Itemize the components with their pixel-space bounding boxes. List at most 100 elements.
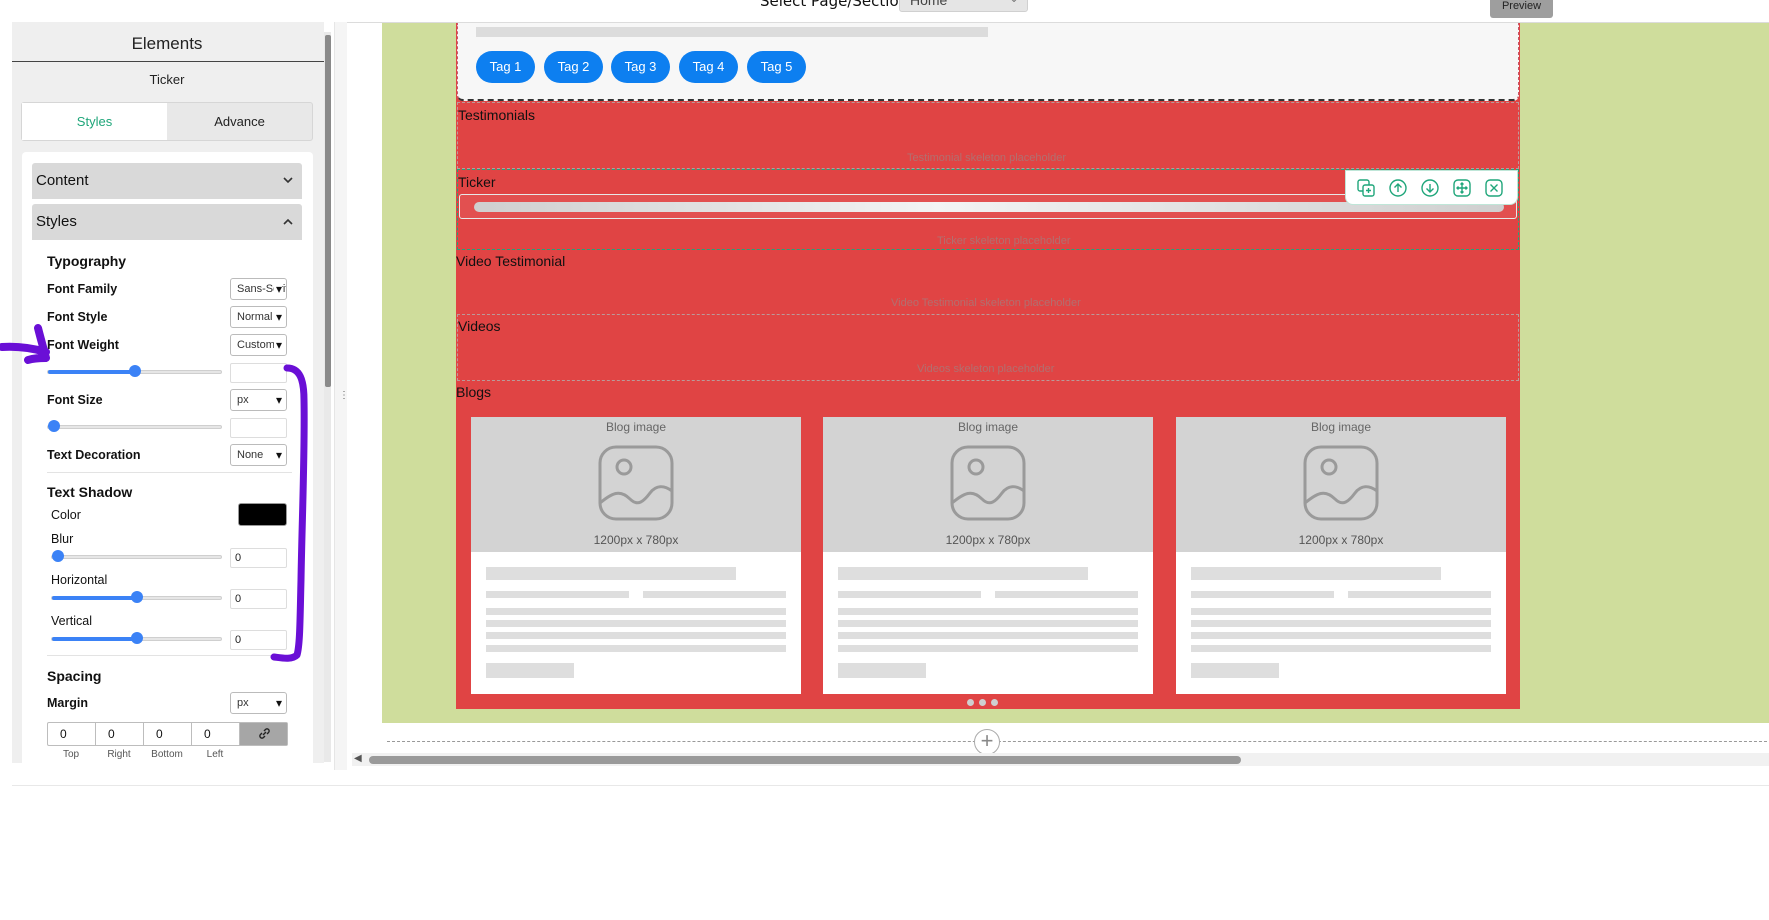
section-label-blogs: Blogs bbox=[456, 384, 492, 400]
skeleton-title bbox=[1191, 567, 1441, 580]
font-weight-select[interactable]: Custom bbox=[230, 334, 287, 356]
section-toolbar bbox=[1345, 170, 1518, 205]
font-size-input[interactable] bbox=[230, 418, 287, 438]
font-style-select[interactable]: Normal bbox=[230, 306, 287, 328]
skeleton-line bbox=[486, 591, 629, 598]
slider-handle[interactable] bbox=[52, 550, 64, 562]
tag-chip[interactable]: Tag 2 bbox=[544, 51, 603, 83]
carousel-dot[interactable] bbox=[967, 699, 974, 706]
slider-handle[interactable] bbox=[48, 420, 60, 432]
blog-image-placeholder: Blog image 1200px x 780px bbox=[471, 417, 801, 552]
blog-card[interactable]: Blog image 1200px x 780px bbox=[823, 417, 1153, 694]
skeleton-line bbox=[486, 645, 786, 652]
tab-advance[interactable]: Advance bbox=[214, 114, 265, 129]
shadow-color-swatch[interactable] bbox=[238, 503, 287, 526]
accordion-content-label: Content bbox=[36, 172, 89, 189]
chevron-up-icon bbox=[282, 204, 294, 254]
sidebar-scrollbar[interactable] bbox=[324, 32, 331, 762]
slider-fill bbox=[52, 596, 137, 600]
section-label-video-testimonial: Video Testimonial bbox=[456, 253, 566, 269]
add-section-button[interactable]: + bbox=[974, 729, 1000, 755]
skeleton-title bbox=[486, 567, 736, 580]
skeleton-button bbox=[838, 663, 926, 678]
typography-title: Typography bbox=[47, 253, 127, 269]
blur-label: Blur bbox=[51, 532, 74, 546]
skeleton-line bbox=[1191, 608, 1491, 615]
move-down-icon[interactable] bbox=[1418, 176, 1442, 200]
margin-right-input[interactable]: 0 bbox=[96, 723, 144, 745]
select-page-dropdown[interactable]: Home bbox=[899, 0, 1028, 12]
accordion-styles[interactable]: Styles bbox=[32, 204, 302, 240]
carousel-dot[interactable] bbox=[991, 699, 998, 706]
carousel-dot[interactable] bbox=[979, 699, 986, 706]
accordion-content[interactable]: Content bbox=[32, 163, 302, 199]
horizontal-input[interactable]: 0 bbox=[230, 589, 287, 609]
scroll-left-icon[interactable]: ◀ bbox=[354, 753, 362, 764]
drag-move-icon[interactable] bbox=[1450, 176, 1474, 200]
slider-handle[interactable] bbox=[130, 591, 143, 603]
skeleton-line bbox=[838, 608, 1138, 615]
slider-handle[interactable] bbox=[128, 365, 141, 377]
testimonials-section[interactable] bbox=[457, 102, 1519, 169]
ticker-section[interactable] bbox=[457, 169, 1519, 250]
font-weight-input[interactable] bbox=[230, 363, 287, 383]
tag-chip[interactable]: Tag 4 bbox=[679, 51, 738, 83]
font-family-select[interactable]: Sans-Serif bbox=[230, 278, 287, 300]
skeleton-title bbox=[838, 567, 1088, 580]
margin-unit-select[interactable]: px bbox=[230, 692, 287, 714]
slider-handle[interactable] bbox=[130, 632, 143, 644]
remove-icon[interactable] bbox=[1482, 176, 1506, 200]
skeleton-line bbox=[486, 632, 786, 639]
blog-card[interactable]: Blog image 1200px x 780px bbox=[1176, 417, 1506, 694]
blog-image-placeholder: Blog image 1200px x 780px bbox=[823, 417, 1153, 552]
tag-chip[interactable]: Tag 5 bbox=[747, 51, 806, 83]
margin-top-input[interactable]: 0 bbox=[48, 723, 96, 745]
horizontal-label: Horizontal bbox=[51, 573, 108, 587]
font-family-label: Font Family bbox=[47, 282, 118, 296]
vertical-input[interactable]: 0 bbox=[230, 630, 287, 650]
section-label-ticker: Ticker bbox=[458, 174, 496, 190]
blog-card[interactable]: Blog image 1200px x 780px bbox=[471, 417, 801, 694]
sidebar-divider bbox=[12, 61, 324, 62]
link-icon[interactable] bbox=[240, 723, 287, 745]
text-decoration-select[interactable]: None bbox=[230, 444, 287, 466]
image-icon bbox=[598, 445, 674, 521]
margin-left-label: Left bbox=[206, 749, 224, 760]
skeleton-line bbox=[838, 620, 1138, 627]
tab-styles[interactable]: Styles bbox=[22, 103, 167, 140]
scrollbar-thumb[interactable] bbox=[325, 35, 331, 387]
move-up-icon[interactable] bbox=[1386, 176, 1410, 200]
canvas-horizontal-scrollbar[interactable]: ◀ bbox=[352, 753, 1769, 766]
elements-sidebar: Elements Ticker Styles Advance Content S… bbox=[12, 22, 324, 763]
margin-left-input[interactable]: 0 bbox=[192, 723, 240, 745]
panel-resize-handle[interactable]: ⋮ bbox=[334, 22, 349, 770]
blur-input[interactable]: 0 bbox=[230, 548, 287, 568]
tags-section[interactable]: Tag 1 Tag 2 Tag 3 Tag 4 Tag 5 bbox=[457, 23, 1519, 101]
duplicate-icon[interactable] bbox=[1354, 176, 1378, 200]
section-label-testimonials: Testimonials bbox=[458, 107, 536, 123]
font-weight-slider[interactable] bbox=[47, 365, 222, 377]
preview-button[interactable]: Preview bbox=[1490, 0, 1553, 18]
footer-divider bbox=[12, 785, 1769, 786]
add-section-divider bbox=[387, 741, 1769, 742]
tag-chip[interactable]: Tag 3 bbox=[611, 51, 670, 83]
scrollbar-thumb[interactable] bbox=[369, 756, 1241, 764]
blog-image-size: 1200px x 780px bbox=[1298, 533, 1384, 547]
ticker-bar bbox=[459, 194, 1517, 219]
skeleton-line bbox=[1191, 620, 1491, 627]
font-size-unit-select[interactable]: px bbox=[230, 389, 287, 411]
accordion-styles-label: Styles bbox=[36, 213, 77, 230]
blog-image-label: Blog image bbox=[957, 420, 1019, 434]
blur-slider[interactable] bbox=[51, 550, 222, 562]
chevron-down-icon bbox=[282, 163, 294, 213]
skeleton-line bbox=[1191, 645, 1491, 652]
tag-chip[interactable]: Tag 1 bbox=[476, 51, 535, 83]
font-size-slider[interactable] bbox=[47, 420, 222, 432]
videos-section[interactable] bbox=[457, 314, 1519, 381]
skeleton-line bbox=[643, 591, 786, 598]
margin-bottom-input[interactable]: 0 bbox=[144, 723, 192, 745]
grip-icon: ⋮ bbox=[339, 390, 349, 401]
vertical-slider[interactable] bbox=[51, 632, 222, 644]
horizontal-slider[interactable] bbox=[51, 591, 222, 603]
videos-placeholder: Videos skeleton placeholder bbox=[917, 363, 1055, 375]
